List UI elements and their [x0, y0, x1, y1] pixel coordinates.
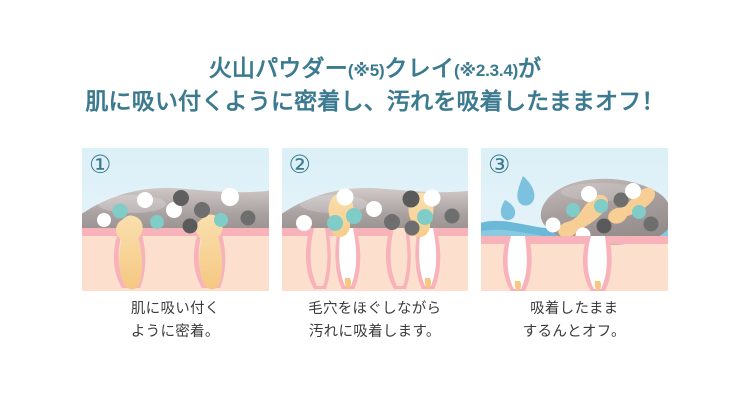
heading-line1-part-b: クレイ — [384, 55, 455, 81]
panel-1-illustration — [82, 148, 269, 291]
heading-line1-part-c: が — [518, 55, 542, 81]
step-panel-3: ③ — [481, 148, 668, 291]
caption-2-line-1: 毛穴をほぐしながら — [308, 301, 442, 317]
step-panel-2: ② — [281, 148, 468, 291]
heading-line1-part-a: 火山パウダー — [208, 55, 348, 81]
panel-3-illustration — [481, 148, 668, 291]
step-panel-1: ① — [82, 148, 269, 291]
step-captions: 肌に吸い付く ように密着。 毛穴をほぐしながら 汚れに吸着します。 吸着したまま… — [82, 298, 668, 345]
caption-step-2: 毛穴をほぐしながら 汚れに吸着します。 — [282, 298, 469, 345]
caption-1-line-2: ように密着。 — [130, 324, 220, 341]
caption-step-3: 吸着したまま するんとオフ。 — [481, 298, 668, 345]
caption-3-line-1: 吸着したまま — [530, 301, 619, 317]
caption-3-line-2: するんとオフ。 — [522, 324, 626, 341]
panel-2-illustration — [281, 148, 468, 291]
heading-line-1: 火山パウダー(※5)クレイ(※2.3.4)が — [0, 52, 750, 85]
caption-2-line-2: 汚れに吸着します。 — [308, 324, 441, 341]
heading-note-1: (※5) — [347, 61, 385, 80]
heading-line-2: 肌に吸い付くように密着し、汚れを吸着したままオフ！ — [85, 87, 665, 114]
caption-step-1: 肌に吸い付く ように密着。 — [82, 298, 269, 345]
heading-note-2: (※2.3.4) — [454, 61, 519, 80]
page-title: 火山パウダー(※5)クレイ(※2.3.4)が 肌に吸い付くように密着し、汚れを吸… — [0, 52, 750, 117]
step-panels: ① — [82, 148, 668, 291]
caption-1-line-1: 肌に吸い付く — [130, 301, 220, 317]
